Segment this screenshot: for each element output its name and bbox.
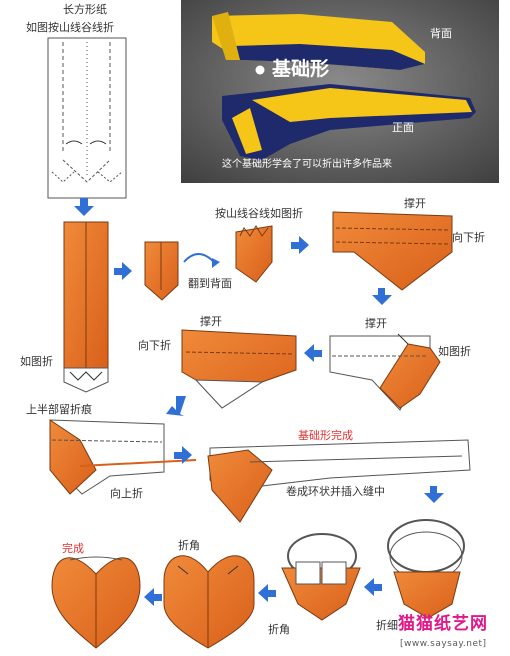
- label-fold-as-shown-2: 如图折: [438, 345, 471, 358]
- step3-pieces: [144, 225, 273, 301]
- step7-left-piece: [49, 419, 197, 495]
- label-fold-corner-2: 折角: [268, 623, 290, 636]
- photo-panel: [181, 0, 499, 183]
- arrow-down-1: [74, 198, 94, 216]
- label-fold-up: 向上折: [110, 487, 143, 500]
- step10-ring-corners: [281, 533, 361, 621]
- label-roll-insert: 卷成环状并插入缝中: [286, 485, 385, 498]
- label-front: 正面: [392, 121, 414, 134]
- final-heart: [51, 556, 141, 649]
- label-spread-open-3: 撑开: [365, 317, 387, 330]
- label-mountain-valley-fold: 按山线谷线如图折: [215, 207, 303, 220]
- step5-white-strip: [329, 333, 441, 411]
- arrow-right-3: [174, 446, 192, 464]
- step6-orange-piece: [181, 329, 297, 409]
- label-fold-down-2: 向下折: [138, 339, 171, 352]
- step8-basic-form: [207, 439, 471, 523]
- label-spread-open-2: 撑开: [200, 315, 222, 328]
- arrow-down-2: [372, 288, 392, 305]
- step2-long-strip: [63, 221, 109, 393]
- label-spread-open-1: 撑开: [404, 197, 426, 210]
- arrow-left-4: [144, 588, 162, 606]
- arrow-right-2: [291, 236, 309, 254]
- step1-rect-paper: [47, 37, 127, 199]
- label-photo-caption: 这个基础形学会了可以折出许多作品来: [222, 159, 392, 170]
- label-fold-down-1: 向下折: [452, 231, 485, 244]
- label-rect-paper: 长方形纸: [63, 3, 107, 16]
- arrow-left-2: [364, 578, 382, 596]
- arrow-left-1: [304, 344, 322, 362]
- flow-arrows: [74, 198, 444, 606]
- watermark-url: [www.saysay.net]: [400, 639, 487, 649]
- step4-folded-point: [332, 211, 453, 291]
- watermark-logo: 猫猫纸艺网: [398, 614, 488, 634]
- arrow-left-3: [258, 584, 276, 602]
- arrow-down-left-1: [166, 396, 186, 416]
- label-basic-form-done: 基础形完成: [298, 429, 353, 442]
- arrow-right-1: [114, 262, 132, 280]
- step9-ring: [387, 519, 465, 619]
- label-fold-as-shown-1: 如图折: [20, 355, 53, 368]
- step11-heart: [163, 555, 255, 649]
- bullet-dot: [255, 65, 265, 75]
- label-keep-crease-top: 上半部留折痕: [26, 403, 92, 416]
- label-fold-instruction: 如图按山线谷线折: [26, 21, 114, 34]
- label-flip-to-back: 翻到背面: [188, 277, 232, 290]
- label-back: 背面: [430, 27, 452, 40]
- label-fold-corner-1: 折角: [178, 539, 200, 552]
- label-basic-form: 基础形: [272, 58, 330, 80]
- arrow-down-3: [424, 486, 444, 503]
- label-done: 完成: [62, 542, 84, 555]
- label-fold-thin: 折细: [376, 619, 398, 632]
